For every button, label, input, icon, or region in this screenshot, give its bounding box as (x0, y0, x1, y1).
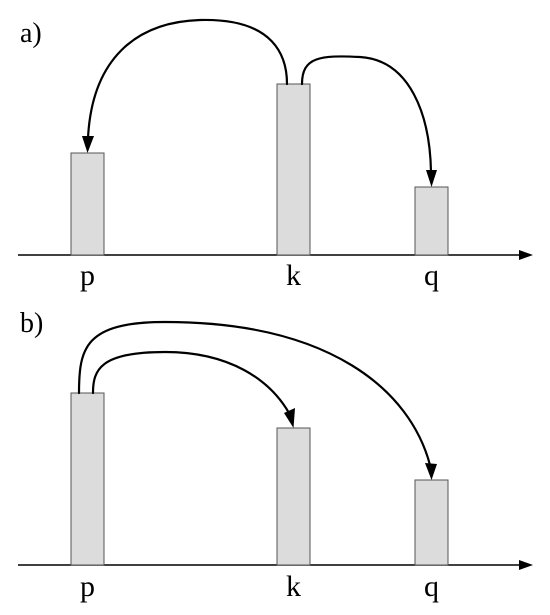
panel-b-label-k: k (286, 570, 301, 603)
panel-a-bar-p (70, 152, 105, 256)
panel-a-label: a) (20, 18, 42, 49)
panel-a-arrow-k-to-q (300, 55, 433, 174)
panel-b-label-p: p (80, 570, 95, 603)
panel-b-axis-arrowhead (519, 560, 533, 570)
panel-b-bar-k (276, 427, 311, 566)
panel-a-bar-k (276, 83, 311, 256)
panel-a: a) p k q (18, 18, 533, 292)
panel-b-bar-p (70, 392, 105, 566)
panel-a-bar-q (414, 186, 449, 256)
panel-b-label-q: q (424, 570, 439, 603)
panel-b-arrow-p-to-k (91, 350, 291, 415)
panel-a-label-k: k (286, 259, 301, 292)
panel-b-arrowhead-k (284, 408, 295, 428)
panel-a-arrowhead-p (82, 136, 94, 153)
panel-a-axis-arrowhead (519, 250, 533, 260)
panel-a-arrow-k-to-p (86, 18, 289, 140)
panel-b-arrow-p-to-q (77, 320, 432, 467)
panel-b: b) p k q (18, 308, 533, 603)
panel-b-bar-q (414, 479, 449, 566)
panel-a-label-q: q (424, 259, 439, 292)
panel-b-arrowhead-q (425, 463, 437, 480)
panel-b-label: b) (20, 308, 43, 339)
panel-a-label-p: p (80, 259, 95, 292)
panel-a-arrowhead-q (426, 170, 437, 187)
